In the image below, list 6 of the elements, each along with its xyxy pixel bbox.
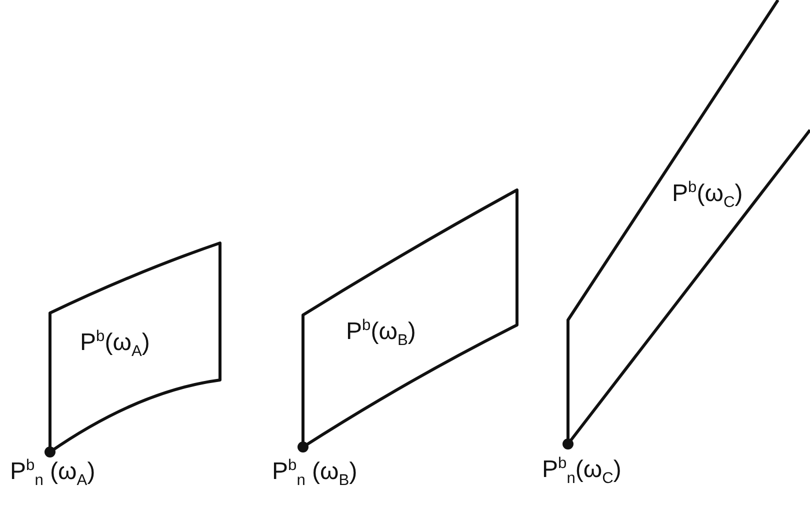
point-label: P$^{b}$$_{n}$ (ω$_{B}$) [272,458,358,488]
region-label: P$^{b}$(ω$_{A}$) [80,329,150,360]
point-label: P$^{b}$$_{n}$ (ω$_{A}$) [10,458,96,488]
region-label: P$^{b}$(ω$_{B}$) [346,318,416,348]
region-label: P$^{b}$(ω$_{C}$) [672,180,743,210]
point-label: P$^{b}$$_{n}$(ω$_{C}$) [542,456,622,486]
